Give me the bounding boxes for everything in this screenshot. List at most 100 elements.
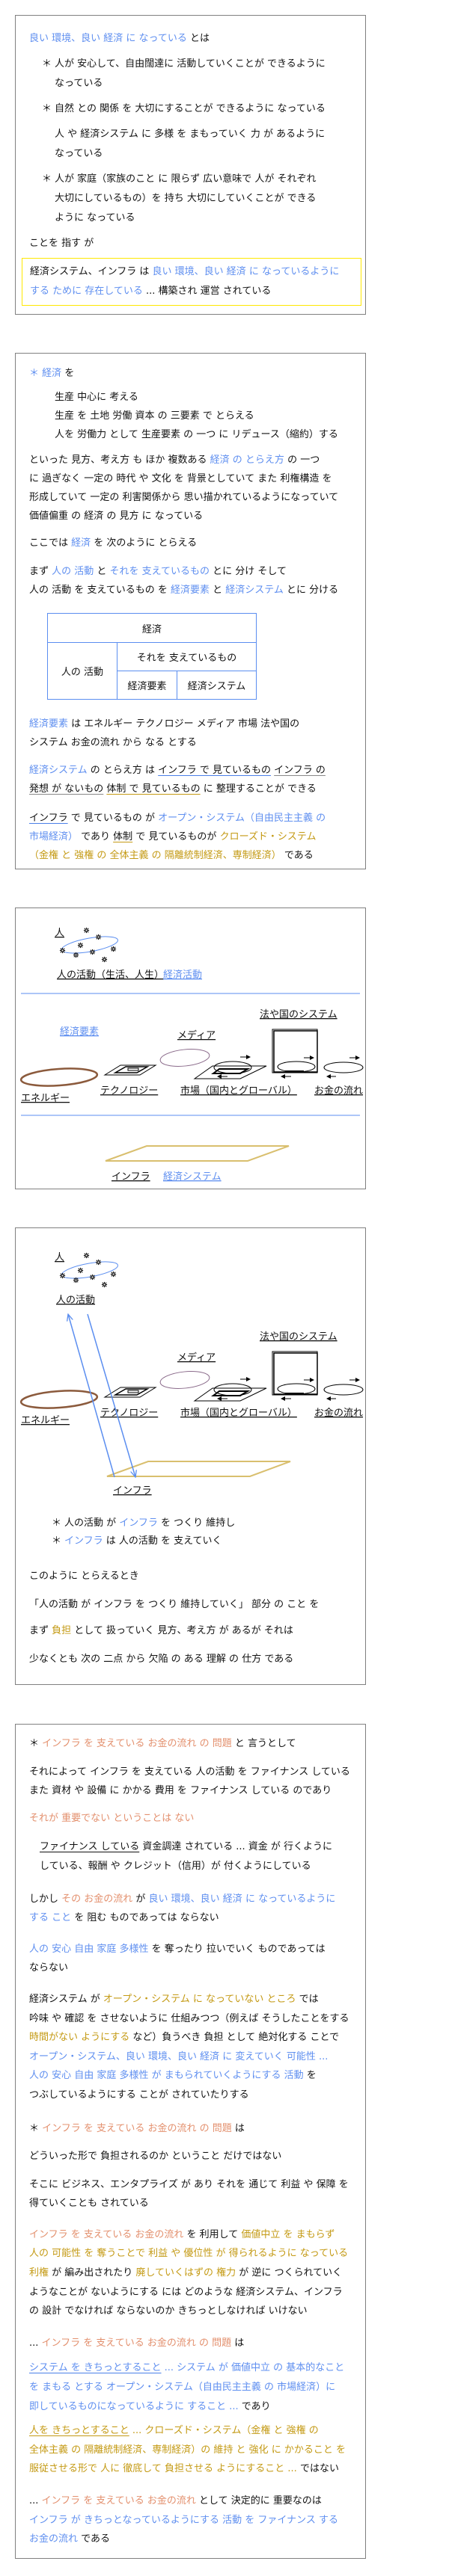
text-line: 大切にしているもの）を 持ち 大切にしていくことが できる — [55, 189, 365, 209]
text-segment: と — [210, 585, 226, 596]
paragraph: まず 人の 活動 と それを 支えているもの とに 分け そして人の 活動 を … — [29, 562, 365, 600]
text-segment: まず — [29, 566, 52, 577]
label-infra: インフラ — [112, 1171, 150, 1183]
text-segment: 人が 家庭（家族のこと に 限らず 広い意味で 人が それぞれ — [55, 173, 317, 185]
table-cell-economic-system: 経済システム — [176, 671, 257, 700]
text-line: ことを 指す が — [29, 234, 365, 253]
table-cell-economic-elements: 経済要素 — [117, 671, 177, 700]
text-segment: を 阻む ものであっては ならない — [71, 1912, 219, 1924]
text-line: インフラ を 支えている お金の流れ を 利用して 価値中立 を まもらず — [29, 2225, 365, 2245]
text-segment: 人 や 経済システム に 多様 を まもっていく 力 が あるように — [55, 129, 326, 140]
paragraph: このように とらえるとき — [29, 1568, 365, 1586]
paragraph: ＊人が 家庭（家族のこと に 限らず 広い意味で 人が それぞれ大切にしているも… — [29, 170, 365, 228]
text-line: する こと を 阻む ものであっては ならない — [29, 1908, 365, 1928]
star-icon — [59, 1272, 66, 1279]
text-segment: に 過ぎなく 一定の 時代 や 文化 を 背景としていて また 利権構造 を — [29, 473, 332, 484]
star-icon — [89, 1274, 96, 1281]
label-media: メディア — [177, 1352, 216, 1364]
economy-diagram-panel: 人 人の活動（生活、人生） 経済活動 経済要素 メディア 法や国のシステム — [15, 908, 366, 1189]
star-icon — [77, 1267, 84, 1274]
text-segment: が — [132, 1893, 149, 1905]
highlighted-text: 廃していくはずの 権力 — [135, 2267, 236, 2279]
label-money-flow: お金の流れ — [314, 1085, 363, 1097]
text-segment: 大切にしているもの）を 持ち 大切にしていくことが できる — [55, 193, 317, 204]
highlighted-text: 価値中立 を まもらず — [241, 2228, 335, 2240]
label-economic-activity: 経済活動 — [163, 969, 202, 981]
text-segment: している、報酬 や クレジット（信用）が 付くようにしている — [40, 1860, 311, 1872]
text-line: といった 見方、考え方 も ほか 複数ある 経済 の とらえ方 の 一つ — [29, 451, 365, 469]
table-cell-support: それを 支えているもの — [116, 642, 257, 671]
underlined-term: インフラ — [29, 813, 68, 824]
text-line: 価値偏重 の 経済 の 見方 に なっている — [29, 507, 365, 526]
economic-elements-band: メディア 法や国のシステム — [19, 1331, 364, 1426]
paragraph: そこに ビジネス、エンタプライズ が あり それを 通じて 利益 や 保障 を得… — [29, 2175, 365, 2213]
text-segment: の 一つ — [284, 455, 320, 466]
text-line: なっている — [55, 144, 365, 164]
text-segment: の とらえ方 は — [87, 765, 159, 776]
paragraph: ... インフラ を 支えている お金の流れ の 問題 は — [29, 2334, 365, 2353]
label-market: 市場（国内とグローバル） — [180, 1085, 297, 1097]
market-plane — [193, 1377, 267, 1402]
highlighted-text: 良い 環境、良い 経済 に なっている — [29, 33, 187, 44]
text-line: 人 や 経済システム に 多様 を まもっていく 力 が あるように — [55, 125, 365, 144]
text-line: （金権 と 強権 の 全体主義 の 隔離統制経済、専制経済） である — [29, 846, 365, 865]
text-segment: 吟味 や 確認 を させないように 仕組みつつ（例えば そうしたことをする — [29, 2012, 349, 2024]
text-line: インフラ で 見ているもの が オープン・システム（自由民主主義 の — [29, 809, 365, 828]
paragraph: まず 負担 として 扱っていく 見方、考え方 が あるが それは — [29, 1622, 365, 1640]
text-line: 経済要素 は エネルギー テクノロジー メディア 市場 法や国の — [29, 715, 365, 733]
label-human-activity: 人の活動 — [56, 1295, 95, 1306]
text-line: 人が 安心して、自由闊達に 活動していくことが できるように — [55, 55, 365, 74]
bullet-marker: ＊ — [42, 103, 52, 114]
underlined-term: ファイナンス している — [40, 1841, 140, 1853]
text-segment: とに 分ける — [283, 585, 339, 596]
paragraph: しかし その お金の流れ が 良い 環境、良い 経済 に なっているようにする … — [29, 1890, 365, 1928]
paragraph: インフラ を 支えている お金の流れ を 利用して 価値中立 を まもらず人の … — [29, 2225, 365, 2321]
paragraph: 良い 環境、良い 経済 に なっている とは — [29, 29, 365, 49]
paragraph: 人を きちっとすること ... クローズド・システム（金権 と 強権 の全体主義… — [29, 2421, 365, 2479]
text-segment: ＊ — [29, 1738, 43, 1749]
text-segment: で 見ているものが — [132, 831, 220, 842]
text-segment: 人の 活動 を 支えているもの を — [29, 585, 171, 596]
text-line: 人を きちっとすること ... クローズド・システム（金権 と 強権 の — [29, 2421, 365, 2441]
text-segment: 生産 中心に 考える — [55, 392, 138, 403]
paragraph: 少なくとも 次の 二点 から 欠陥 の ある 理解 の 仕方 である — [29, 1651, 365, 1668]
star-icon — [110, 946, 117, 952]
highlighted-text: インフラ — [64, 1535, 103, 1547]
text-segment: が 逆に つくられていく — [236, 2267, 343, 2279]
text-segment: である — [78, 2533, 111, 2545]
text-segment: で 見ているもの が — [67, 813, 159, 824]
text-line: 「人の活動 が インフラ を つくり 維持していく」 部分 の こと を — [29, 1596, 365, 1614]
label-media: メディア — [177, 1029, 216, 1041]
highlighted-text: 経済要素 — [29, 718, 69, 730]
label-energy: エネルギー — [21, 1093, 70, 1104]
human-activity-group: 人 — [55, 927, 118, 963]
highlighted-text: 経済 — [71, 537, 91, 549]
text-segment: ならない — [29, 1962, 69, 1974]
text-line: このように とらえるとき — [29, 1568, 365, 1586]
highlighted-text: その お金の流れ — [61, 1893, 133, 1905]
text-segment: ここでは — [29, 537, 72, 549]
text-segment: それによって インフラ を 支えている 人の活動 を ファイナンス している — [29, 1766, 350, 1778]
infra-support-panel: 人 人の活動 メディア 法や国のシステム — [15, 1227, 366, 1685]
highlighted-text: ＊ 経済 — [29, 368, 62, 379]
text-segment: といった 見方、考え方 も ほか 複数ある — [29, 455, 210, 466]
paragraph: 「人の活動 が インフラ を つくり 維持していく」 部分 の こと を — [29, 1596, 365, 1614]
text-line: オープン・システム、良い 環境、良い 経済 に 変えていく 可能性 ... — [29, 2047, 365, 2067]
text-line: 生産 中心に 考える — [55, 388, 365, 407]
text-line: そこに ビジネス、エンタプライズ が あり それを 通じて 利益 や 保障 を — [29, 2175, 365, 2195]
text-segment: ようなことが ないようにする には どのような 経済システム、インフラ — [29, 2286, 343, 2298]
infra-support-diagram: 人 人の活動 メディア 法や国のシステム — [19, 1252, 364, 1497]
text-line: お金の流れ である — [29, 2530, 365, 2549]
text-line: 経済システム の とらえ方 は インフラ で 見ているもの インフラ の — [29, 761, 365, 780]
human-activity-group: 人 — [55, 1252, 118, 1288]
text-line: システム お金の流れ から なる とする — [29, 733, 365, 752]
text-segment: は — [231, 2337, 245, 2349]
text-segment: 生産 を 土地 労働 資本 の 三要素 で とらえる — [55, 410, 254, 422]
paragraph: どういった形で 負担されるのか ということ だけではない — [29, 2147, 365, 2166]
underlined-term: インフラ で 見ているもの — [158, 765, 272, 776]
text-line: 利権 が 編み出されたり 廃していくはずの 権力 が 逆に つくられていく — [29, 2264, 365, 2283]
text-segment: とは — [186, 33, 210, 44]
text-segment: 得ていくことも されている — [29, 2198, 149, 2210]
panel-text: ＊ インフラ を 支えている お金の流れ の 問題 と 言うとしてそれによって … — [16, 1725, 365, 2549]
highlighted-text: 経済要素 — [171, 585, 210, 596]
